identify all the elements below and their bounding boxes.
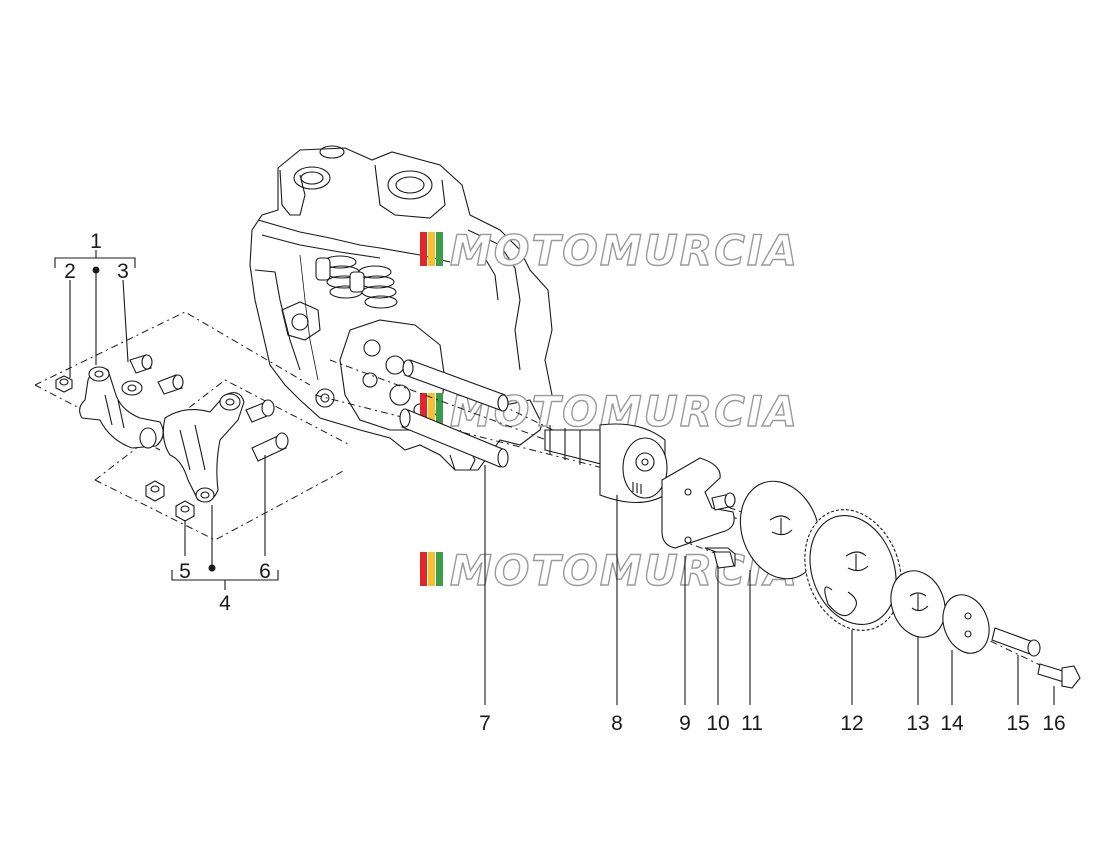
rocker-shafts	[399, 359, 509, 468]
rocker-arm-group-1	[55, 354, 184, 449]
valve-springs	[315, 255, 398, 309]
watermark-top: MOTOMURCIA	[420, 225, 799, 276]
retaining-plate	[661, 457, 735, 549]
part-label-4: 4	[219, 592, 231, 615]
sprocket-12	[804, 509, 902, 631]
part-label-7: 7	[479, 712, 491, 735]
part-label-9: 9	[679, 712, 691, 735]
part-labels: 1 2 3 4 5 6 7 8 9 10 11 12 13 14 15 16	[64, 230, 1066, 735]
screw-15	[991, 627, 1041, 657]
watermark-text: MOTOMURCIA	[450, 226, 799, 275]
part-label-10: 10	[706, 712, 729, 735]
part-label-11: 11	[741, 712, 763, 735]
part-label-2: 2	[64, 260, 76, 283]
part-label-1: 1	[90, 230, 102, 253]
part-label-13: 13	[906, 712, 929, 735]
part-label-5: 5	[179, 560, 191, 583]
leader-lines	[54, 250, 1055, 705]
washer-13	[890, 570, 946, 638]
part-label-6: 6	[259, 560, 271, 583]
washer-14	[942, 594, 990, 654]
part-label-15: 15	[1006, 712, 1029, 735]
watermark-text: MOTOMURCIA	[450, 546, 799, 595]
watermark-bottom: MOTOMURCIA	[420, 545, 799, 596]
disc-11	[739, 480, 821, 580]
part-label-14: 14	[940, 712, 964, 735]
part-label-16: 16	[1042, 712, 1065, 735]
bolt-16	[1037, 663, 1081, 689]
part-label-8: 8	[611, 712, 623, 735]
part-label-12: 12	[840, 712, 863, 735]
part-label-3: 3	[117, 260, 129, 283]
bolt-10	[704, 492, 736, 569]
rocker-arm-group-4	[145, 392, 289, 522]
camshaft	[544, 423, 668, 503]
